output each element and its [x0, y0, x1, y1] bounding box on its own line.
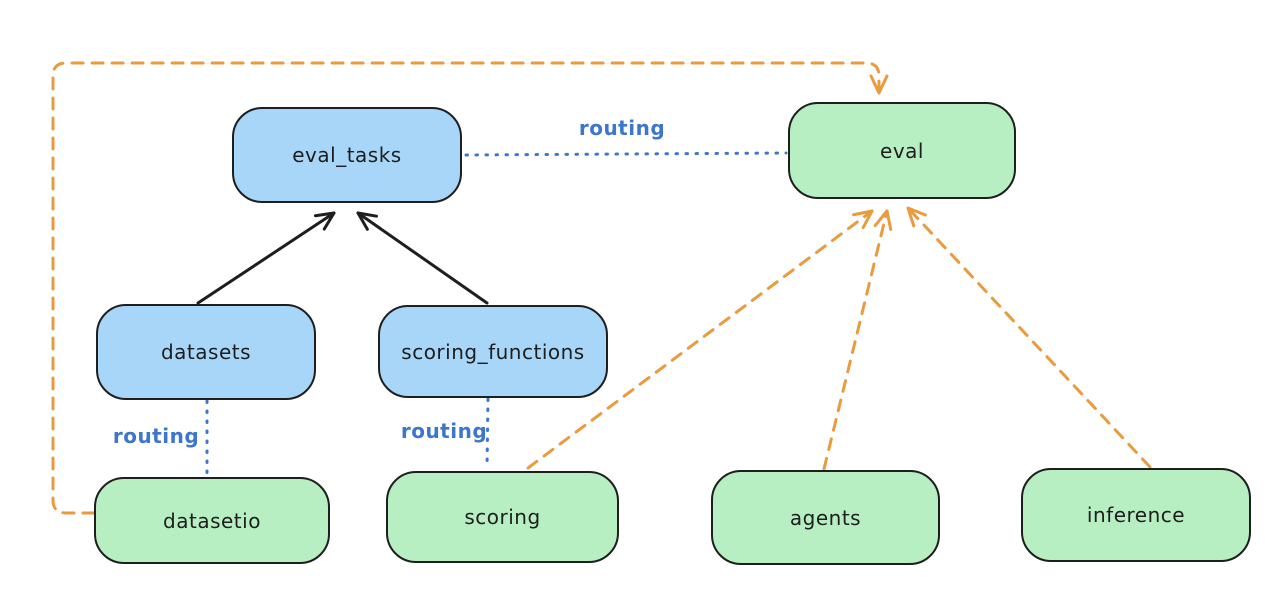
edge-agents-to-eval: [822, 209, 893, 471]
node-inference: inference: [1021, 468, 1251, 562]
node-eval-tasks: eval_tasks: [232, 107, 462, 203]
routing-label-datasets-datasetio: routing: [112, 424, 200, 448]
node-datasets: datasets: [96, 304, 316, 400]
node-scoring-label: scoring: [464, 505, 541, 529]
node-eval: eval: [788, 102, 1016, 199]
edge-datasets-to-eval-tasks: [196, 211, 336, 305]
node-eval-label: eval: [880, 138, 924, 163]
node-agents-label: agents: [789, 505, 862, 530]
edge-scoring-functions-to-scoring-routing: [485, 397, 490, 470]
routing-label-scoring-functions-scoring: routing: [400, 419, 488, 443]
node-scoring-functions: scoring_functions: [378, 305, 608, 398]
node-scoring-functions-label: scoring_functions: [401, 339, 585, 364]
node-scoring: scoring: [386, 471, 619, 563]
node-inference-label: inference: [1086, 503, 1186, 527]
node-datasetio-label: datasetio: [163, 508, 261, 533]
edge-inference-to-eval: [906, 206, 1152, 469]
routing-label-eval-tasks-eval: routing: [578, 116, 666, 140]
edge-scoring-functions-to-eval-tasks: [356, 211, 489, 305]
node-datasetio: datasetio: [94, 477, 330, 564]
edge-scoring-to-eval: [526, 209, 874, 470]
node-agents: agents: [711, 470, 940, 565]
edge-datasetio-to-eval: [51, 61, 889, 515]
node-datasets-label: datasets: [160, 340, 252, 364]
edge-eval-tasks-to-eval-routing: [464, 151, 788, 157]
node-eval-tasks-label: eval_tasks: [292, 143, 402, 167]
